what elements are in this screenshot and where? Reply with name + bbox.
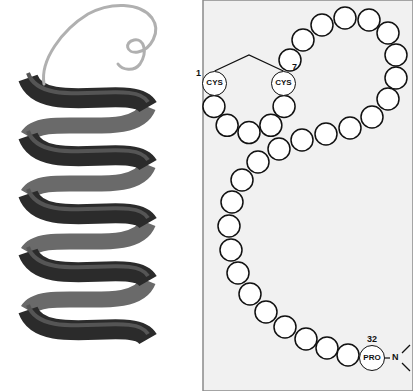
- residue-node: PRO32: [359, 345, 385, 371]
- residue-circle: [221, 191, 243, 213]
- residue-circle: [231, 169, 253, 191]
- helix-back: [28, 281, 148, 310]
- helix-highlight: [28, 131, 148, 160]
- residue-name: CYS: [206, 79, 222, 87]
- residue-circle: [385, 67, 407, 89]
- residue-circle: [203, 95, 225, 117]
- helix-highlight: [28, 73, 148, 102]
- residue-node: CYS7: [271, 71, 296, 96]
- residue-circle: [292, 29, 314, 51]
- residue-circle: [315, 123, 337, 145]
- panel: [203, 0, 413, 391]
- residue-name: CYS: [275, 79, 291, 87]
- residue-node: CYS1: [202, 71, 227, 96]
- residue-circle: [279, 49, 301, 71]
- bond-line: [402, 345, 410, 353]
- residue-circle: [220, 239, 242, 261]
- residue-circle: [239, 283, 261, 305]
- residue-number: 7: [292, 63, 297, 72]
- helix-back: [28, 223, 148, 252]
- disulfide-bond: [215, 55, 284, 71]
- residue-circle: [358, 9, 380, 31]
- helix-back: [28, 165, 148, 194]
- helix-back: [28, 107, 148, 136]
- residue-number: 1: [196, 69, 201, 78]
- residue-circle: [295, 328, 317, 350]
- terminal-label: N: [392, 353, 399, 362]
- residue-circle: [255, 301, 277, 323]
- residue-circle: [377, 88, 399, 110]
- residue-circle: [361, 106, 383, 128]
- helix-highlight: [28, 247, 148, 276]
- residue-circle: [334, 7, 356, 29]
- residue-name: PRO: [363, 354, 380, 362]
- residue-circle: [339, 117, 361, 139]
- residue-circle: [311, 14, 333, 36]
- residue-circle: [260, 114, 282, 136]
- bond-line: [385, 357, 390, 358]
- bond-line: [402, 363, 410, 371]
- helix-highlight: [28, 189, 148, 218]
- residue-circle: [274, 316, 296, 338]
- residue-circle: [238, 122, 260, 144]
- residue-chain: [203, 7, 407, 366]
- residue-circle: [247, 151, 269, 173]
- residue-circle: [377, 22, 399, 44]
- loop-coil: [44, 5, 156, 84]
- residue-circle: [218, 215, 240, 237]
- residue-circle: [316, 337, 338, 359]
- residue-circle: [273, 95, 295, 117]
- residue-circle: [227, 262, 249, 284]
- helix-highlight: [28, 305, 148, 334]
- residue-number: 32: [367, 335, 377, 344]
- residue-circle: [291, 129, 313, 151]
- helix-ribbon: [28, 73, 148, 339]
- residue-circle: [337, 344, 359, 366]
- residue-circle: [268, 138, 290, 160]
- residue-circle: [216, 114, 238, 136]
- residue-circle: [385, 44, 407, 66]
